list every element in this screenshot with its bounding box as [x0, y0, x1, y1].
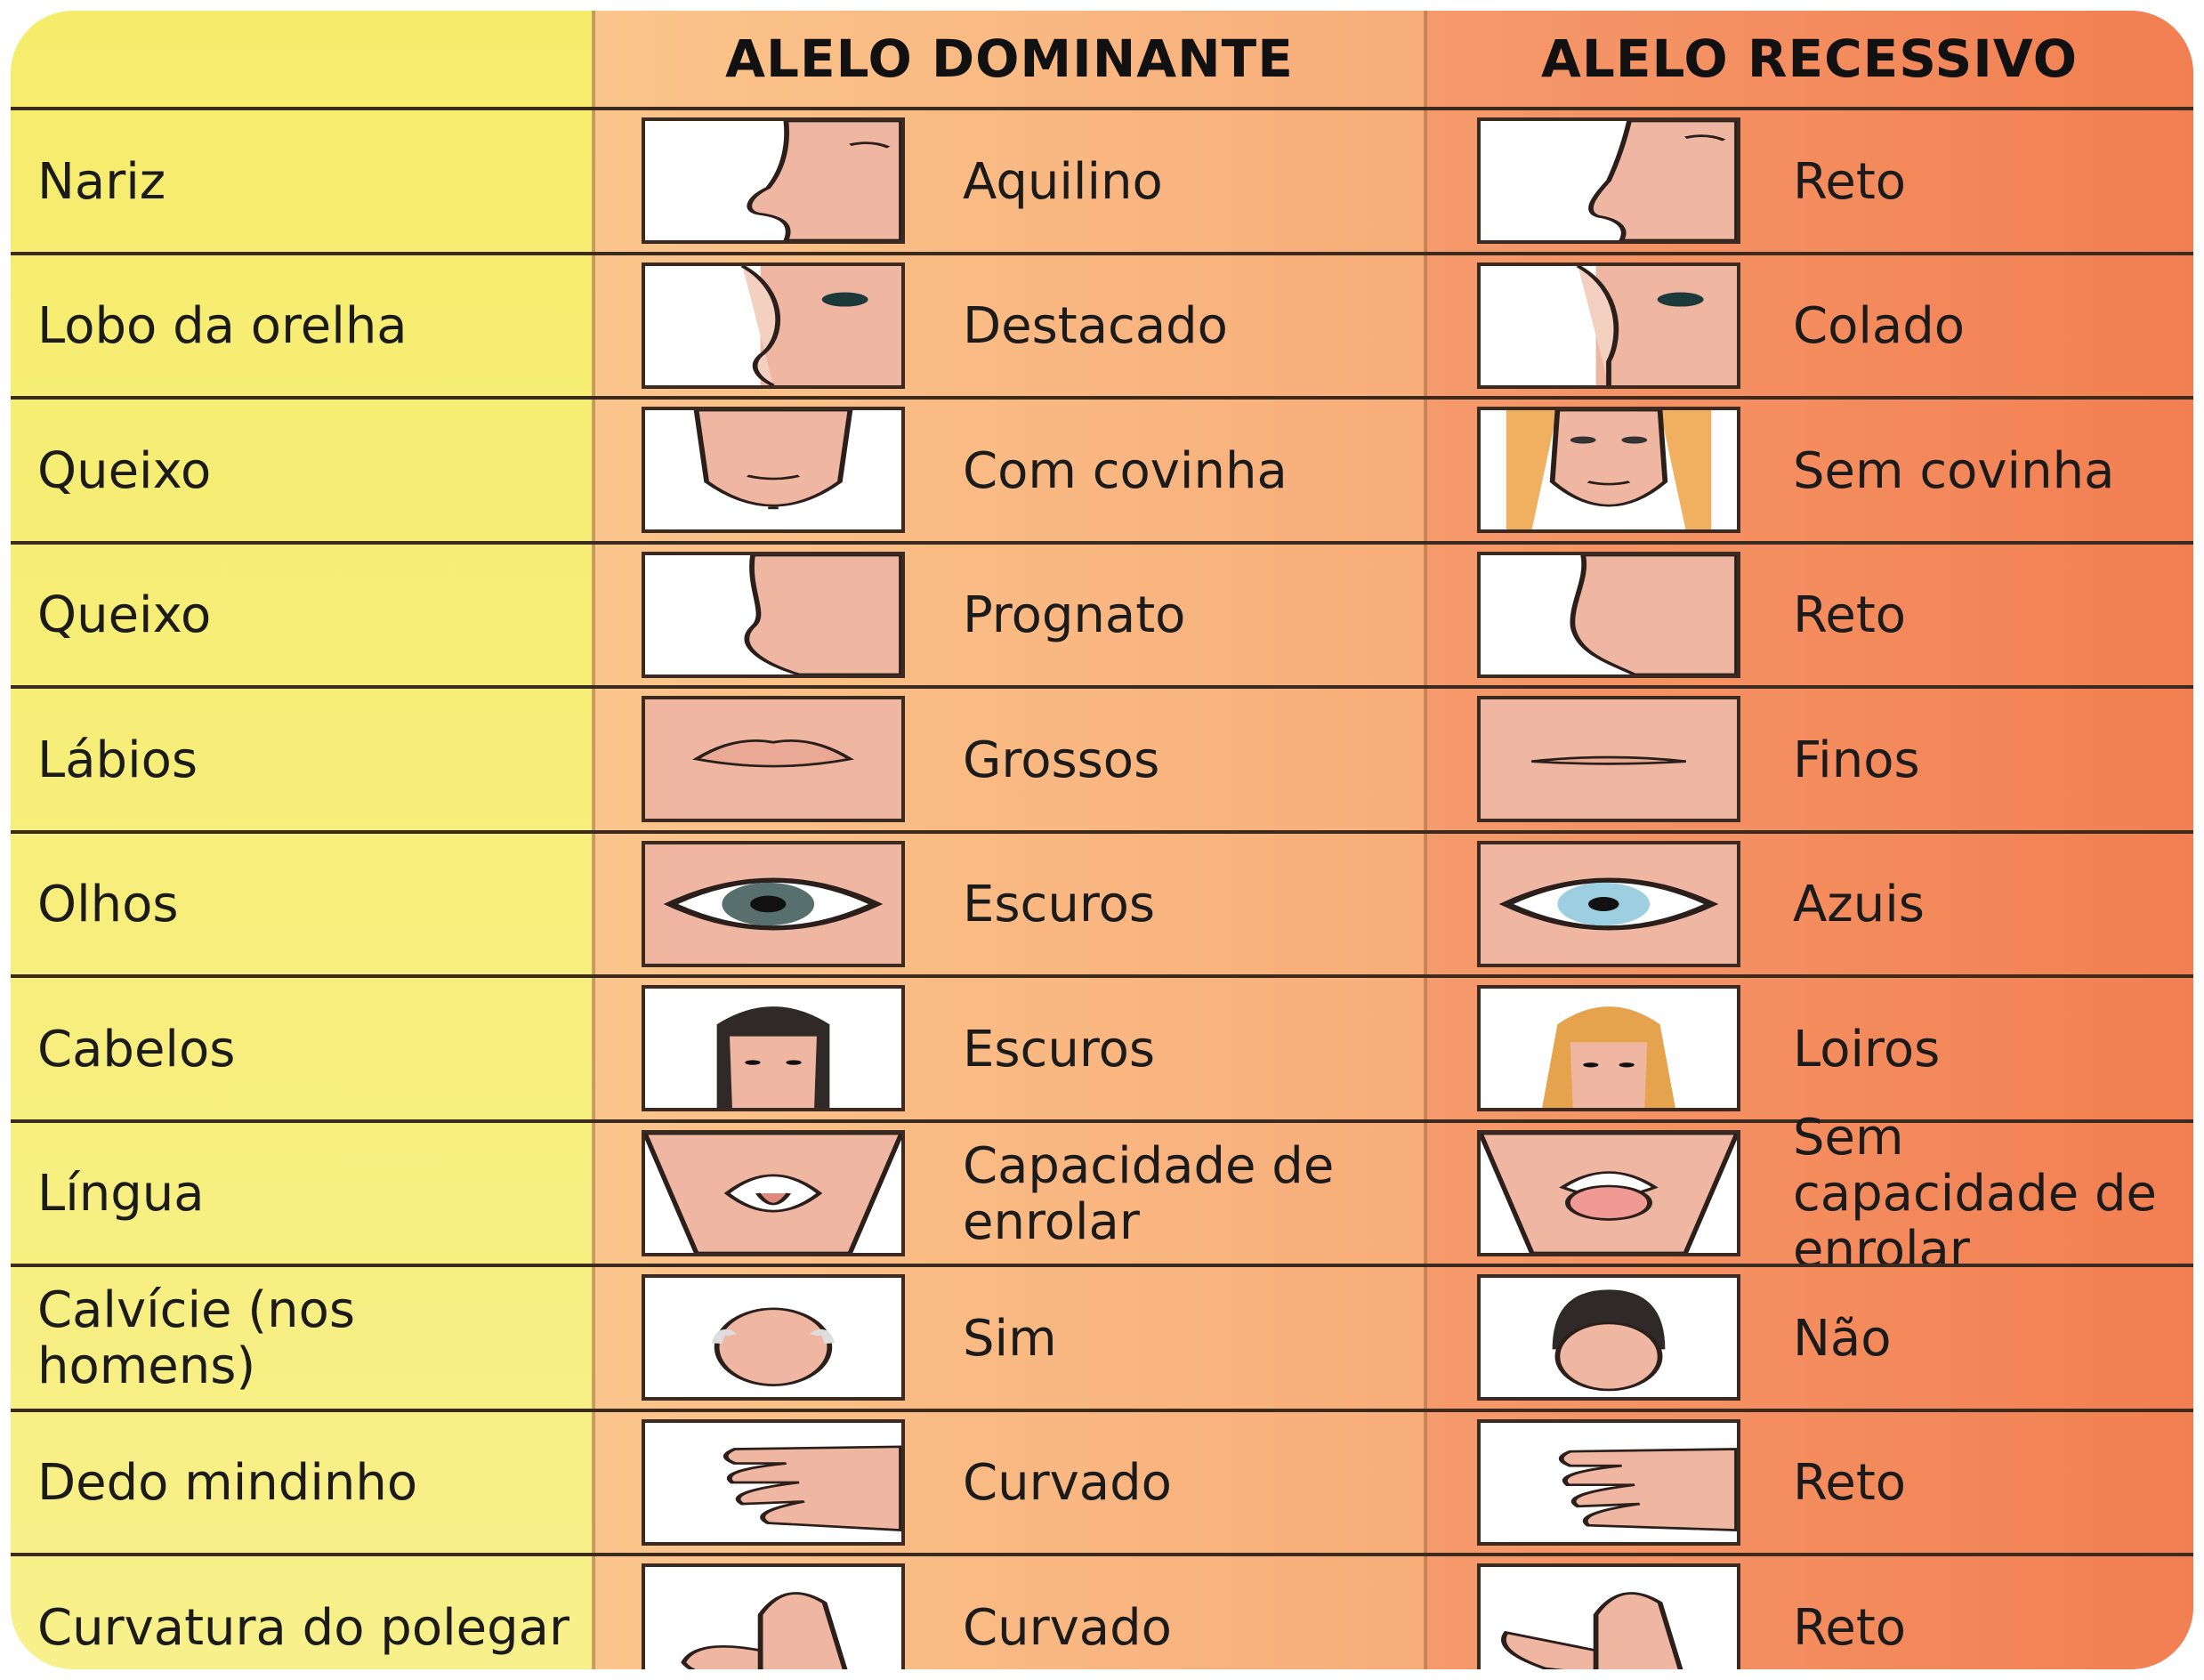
dominant-header: ALELO DOMINANTE	[725, 28, 1294, 89]
dominant-label: Capacidade de enrolar	[963, 1136, 1335, 1251]
recessive-label: Reto	[1793, 586, 1907, 645]
table-row: Curvatura do polegar Curvado Reto	[11, 1553, 2193, 1669]
bent-pinky-icon	[642, 1418, 905, 1546]
trait-name: Calvície (nos homens)	[37, 1281, 356, 1395]
straight-chin-icon	[1477, 551, 1740, 678]
recessive-header: ALELO RECESSIVO	[1540, 28, 2078, 89]
bent-thumb-icon	[642, 1563, 905, 1669]
table-row: Calvície (nos homens) Sim Não	[11, 1264, 2193, 1411]
dominant-label: Sim	[963, 1309, 1057, 1368]
recessive-label: Reto	[1793, 1598, 1907, 1657]
trait-name: Lobo da orelha	[37, 297, 408, 356]
recessive-label: Não	[1793, 1309, 1892, 1368]
table-row: Cabelos Escuros Loiros	[11, 974, 2193, 1122]
blonde-hair-icon	[1477, 985, 1740, 1111]
trait-name: Curvatura do polegar	[37, 1598, 569, 1657]
dominant-label: Destacado	[963, 297, 1228, 356]
column-divider	[1424, 11, 1427, 1669]
recessive-label: Sem covinha	[1793, 441, 2115, 500]
straight-thumb-icon	[1477, 1563, 1740, 1669]
trait-name: Cabelos	[37, 1020, 236, 1078]
blue-eye-icon	[1477, 840, 1740, 967]
table-row: Queixo Com covinha Sem covinha	[11, 396, 2193, 544]
straight-nose-icon	[1477, 117, 1740, 244]
recessive-label: Colado	[1793, 297, 1966, 356]
table-row: Olhos Escuros Azuis	[11, 829, 2193, 978]
dark-hair-icon	[642, 985, 905, 1111]
dominant-label: Curvado	[963, 1454, 1172, 1513]
table-row: Dedo mindinho Curvado Reto	[11, 1408, 2193, 1556]
thin-lips-icon	[1477, 696, 1740, 822]
dimpled-chin-icon	[642, 407, 905, 533]
column-divider	[592, 11, 595, 1669]
recessive-label: Reto	[1793, 1454, 1907, 1513]
table-row: Lobo da orelha Destacado Colado	[11, 251, 2193, 400]
straight-pinky-icon	[1477, 1418, 1740, 1546]
trait-column	[11, 11, 593, 1669]
traits-table: ALELO DOMINANTE ALELO RECESSIVO Nariz Aqu…	[11, 11, 2193, 1669]
dominant-label: Com covinha	[963, 441, 1288, 500]
dark-eye-icon	[642, 840, 905, 967]
full-hair-head-icon	[1477, 1274, 1740, 1401]
recessive-label: Finos	[1793, 731, 1920, 789]
table-row: Nariz Aquilino Reto	[11, 107, 2193, 254]
attached-earlobe-icon	[1477, 262, 1740, 389]
rolled-tongue-icon	[642, 1129, 905, 1256]
trait-name: Lábios	[37, 731, 198, 789]
trait-name: Olhos	[37, 876, 179, 934]
dominant-label: Aquilino	[963, 152, 1163, 211]
trait-name: Queixo	[37, 586, 212, 645]
table-row: Lábios Grossos Finos	[11, 685, 2193, 833]
bald-head-icon	[642, 1274, 905, 1401]
dominant-label: Grossos	[963, 731, 1160, 789]
recessive-label: Loiros	[1793, 1020, 1941, 1078]
prognathous-chin-icon	[642, 551, 905, 678]
detached-earlobe-icon	[642, 262, 905, 389]
recessive-label: Reto	[1793, 152, 1907, 211]
trait-name: Nariz	[37, 152, 166, 211]
thick-lips-icon	[642, 696, 905, 822]
trait-name: Dedo mindinho	[37, 1454, 418, 1513]
trait-name: Queixo	[37, 441, 212, 500]
flat-tongue-icon	[1477, 1129, 1740, 1256]
dominant-label: Escuros	[963, 1020, 1156, 1078]
dominant-label: Prognato	[963, 586, 1186, 645]
dominant-label: Curvado	[963, 1598, 1172, 1657]
trait-name: Língua	[37, 1165, 205, 1224]
smooth-chin-icon	[1477, 407, 1740, 533]
table-row: Queixo Prognato Reto	[11, 540, 2193, 689]
recessive-label: Sem capacidade de enrolar	[1793, 1109, 2157, 1279]
dominant-label: Escuros	[963, 876, 1156, 934]
table-row: Língua Capacidade de enrolar Sem capacidad…	[11, 1109, 2193, 1279]
recessive-label: Azuis	[1793, 876, 1925, 934]
aquiline-nose-icon	[642, 117, 905, 244]
